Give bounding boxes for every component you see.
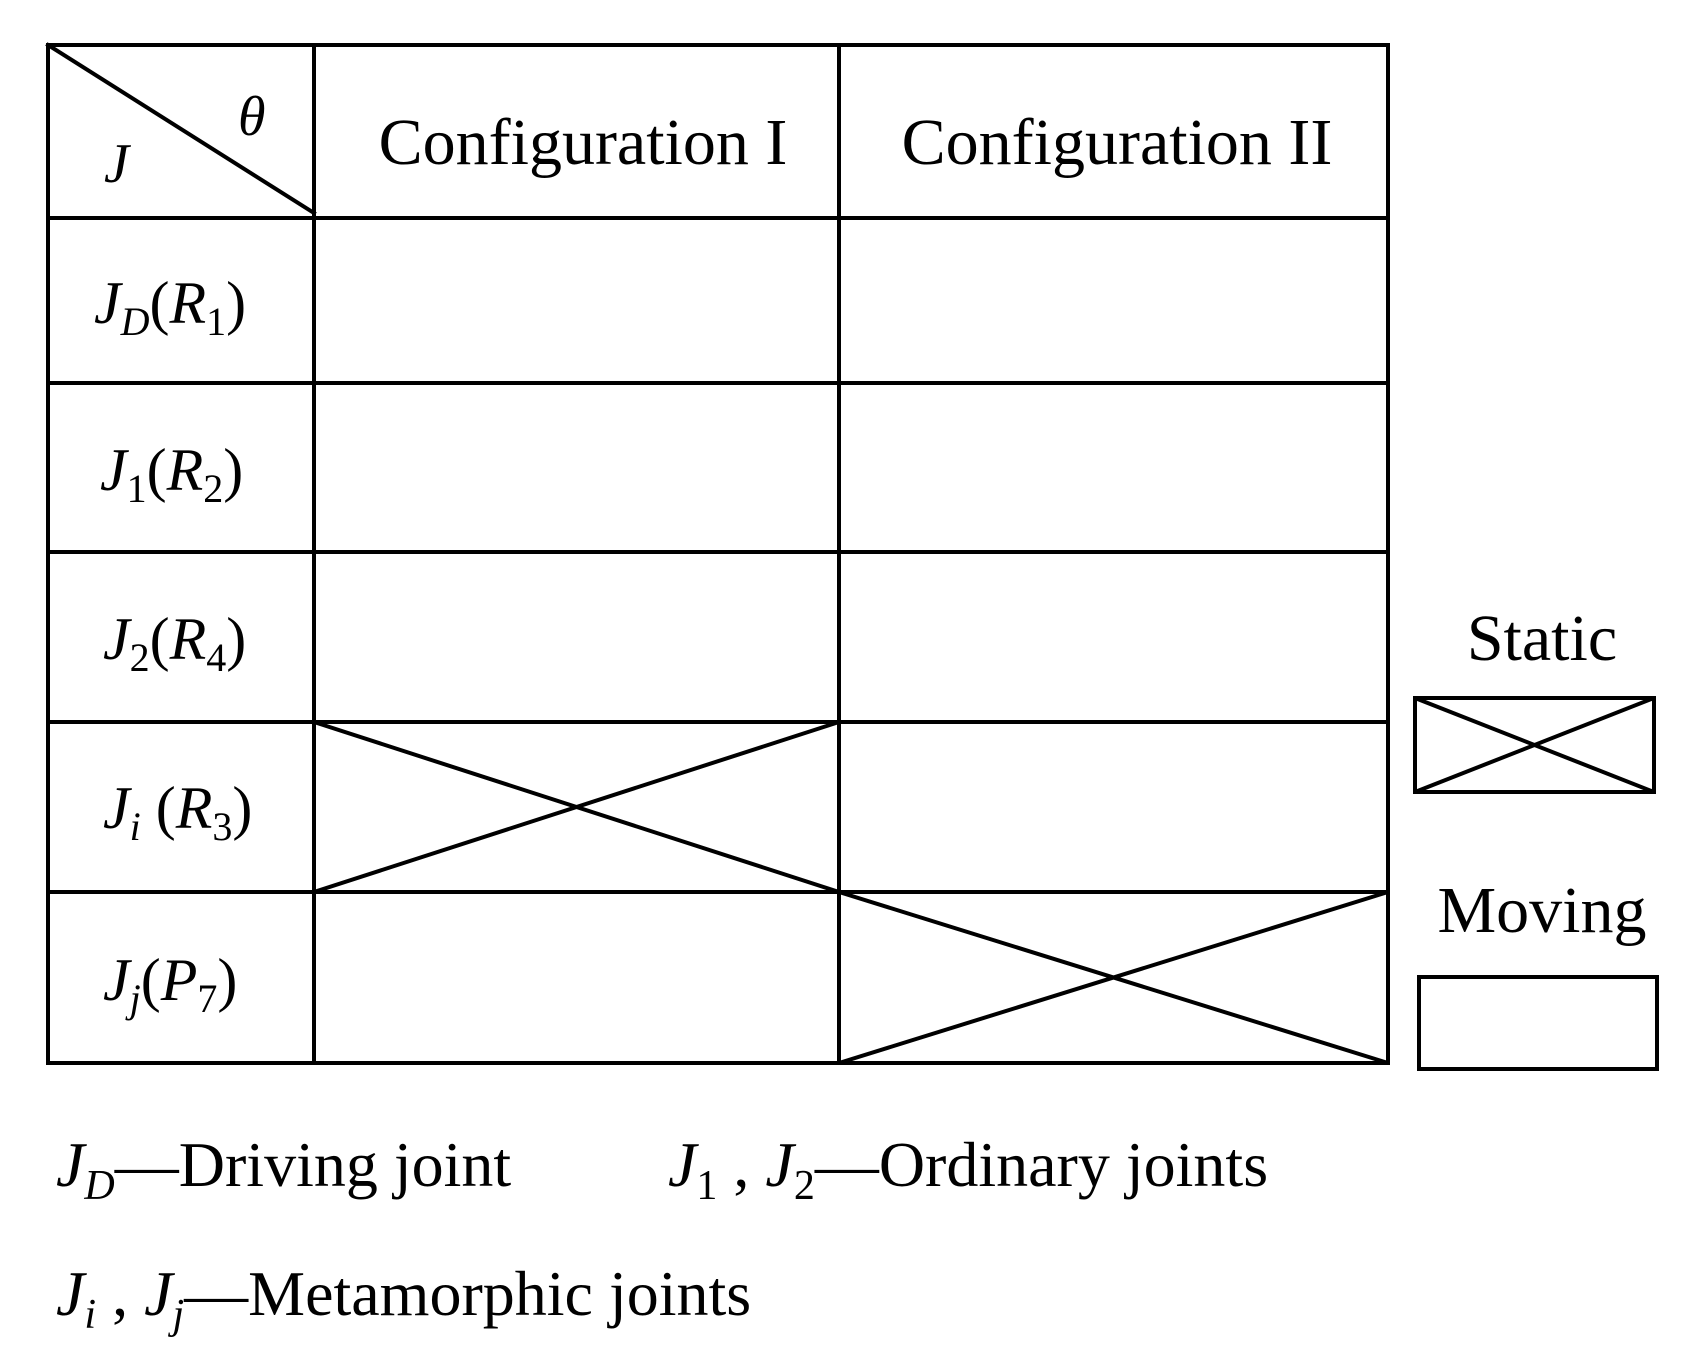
row-label-jd: JD(R1) bbox=[94, 270, 246, 344]
note-line-2: Ji , Jj—Metamorphic joints bbox=[56, 1258, 751, 1338]
table-grid bbox=[45, 42, 1390, 1065]
row-label-jj: Jj(P7) bbox=[103, 947, 237, 1021]
column-header-config-1: Configuration I bbox=[379, 106, 788, 179]
note-line-1b: J1 , J2—Ordinary joints bbox=[668, 1129, 1268, 1209]
legend-moving-label: Moving bbox=[1437, 874, 1646, 947]
column-header-config-2: Configuration II bbox=[902, 106, 1333, 179]
legend-moving-box bbox=[1417, 975, 1659, 1071]
state-marks bbox=[313, 720, 1389, 1065]
row-label-j1: J1(R2) bbox=[100, 437, 243, 511]
row-label-ji: Ji (R3) bbox=[103, 775, 252, 849]
legend-static-swatch bbox=[1413, 696, 1656, 794]
static-cell-cross bbox=[838, 890, 1389, 1065]
static-cell-cross bbox=[313, 720, 840, 894]
corner-diagonal bbox=[45, 42, 317, 216]
note-line-1: JD—Driving joint bbox=[56, 1129, 511, 1209]
corner-row-label: J bbox=[104, 133, 132, 195]
legend-static-box bbox=[1413, 696, 1656, 794]
row-label-j2: J2(R4) bbox=[103, 606, 246, 680]
legend-static-cross bbox=[1414, 696, 1655, 794]
corner-col-label: θ bbox=[238, 86, 266, 148]
legend-static-label: Static bbox=[1467, 602, 1617, 675]
